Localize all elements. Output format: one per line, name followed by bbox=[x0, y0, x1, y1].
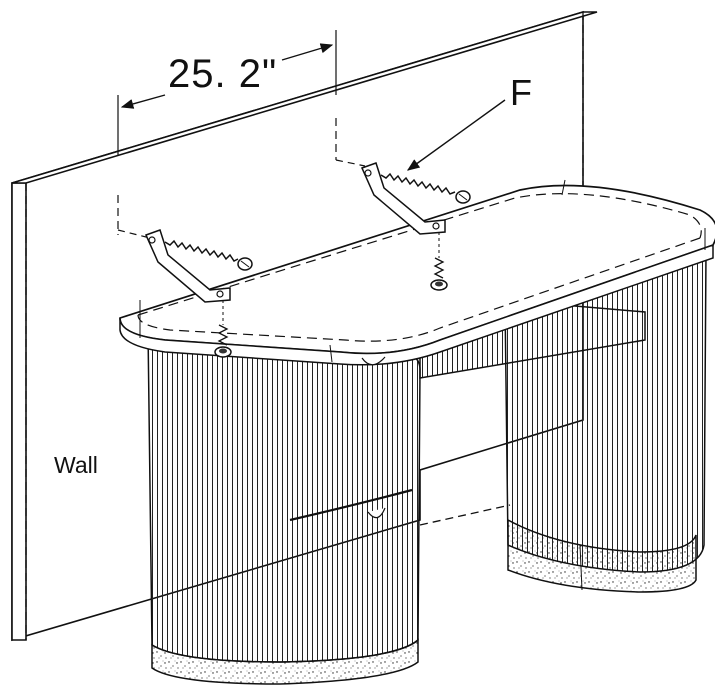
dimension-label: 25. 2" bbox=[168, 52, 278, 96]
left-mounting-bracket bbox=[144, 229, 231, 303]
left-wood-screw bbox=[164, 239, 253, 271]
right-down-screw bbox=[430, 232, 448, 291]
hardware-label: F bbox=[510, 72, 532, 113]
right-wood-screw bbox=[380, 172, 471, 204]
wall-label: Wall bbox=[54, 452, 98, 478]
left-pedestal bbox=[147, 329, 421, 685]
right-mounting-bracket bbox=[360, 162, 446, 235]
hardware-leader-arrow bbox=[406, 99, 506, 171]
dimension-arrow-left bbox=[120, 94, 166, 109]
dimension-arrow-right bbox=[281, 43, 334, 61]
desk-top bbox=[119, 179, 715, 366]
dimension-guides bbox=[117, 30, 366, 239]
left-down-screw bbox=[214, 300, 232, 358]
